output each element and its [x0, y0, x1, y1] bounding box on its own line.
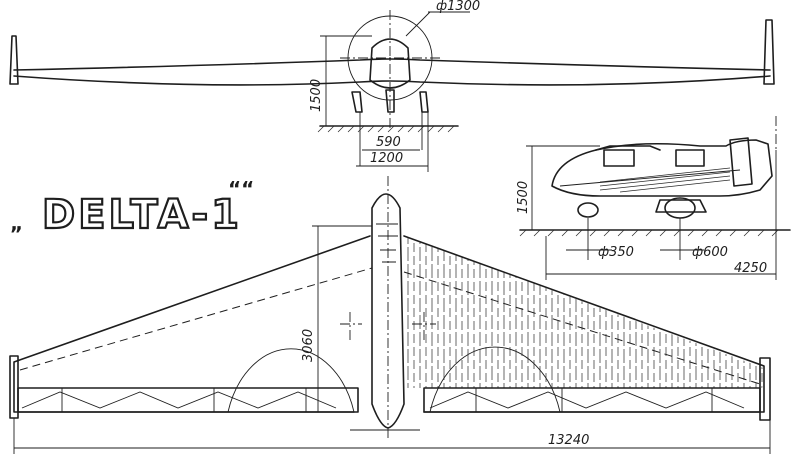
right-prop-arc	[429, 346, 561, 413]
left-elevon	[17, 387, 359, 413]
track-outer-label: 1200	[370, 151, 403, 166]
right-wheel	[419, 91, 429, 113]
front-wing-upper-edge	[13, 75, 771, 86]
side-wing-hatch	[599, 167, 731, 193]
rear-gear-fairing	[655, 199, 707, 213]
prop-diameter-label: ф1300	[436, 0, 480, 14]
front-wing-lower-edge	[13, 58, 771, 71]
side-wing-line	[559, 169, 741, 187]
right-wingtip-plate	[763, 19, 775, 85]
canopy-window-front	[603, 149, 635, 167]
title-quote-close: ““	[228, 177, 254, 201]
left-spar-line	[19, 267, 373, 371]
canopy-window-rear	[675, 149, 705, 167]
side-ground-hatching	[519, 229, 779, 237]
track-inner-label: 590	[376, 135, 401, 150]
left-elevon-truss	[21, 391, 337, 409]
canopy-top	[595, 145, 661, 151]
right-elevon	[423, 387, 761, 413]
right-elevon-truss	[429, 391, 745, 409]
front-wheel-label: ф350	[598, 245, 634, 260]
prop-leader	[405, 11, 431, 37]
side-fin	[729, 137, 753, 187]
drawing-title: DELTA-1	[42, 192, 242, 238]
center-wheel	[385, 89, 395, 113]
left-prop-arc	[227, 348, 355, 413]
rear-wheel-label: ф600	[692, 245, 728, 260]
right-wing-fill	[404, 236, 764, 412]
title-block: „ DELTA-1 ““	[10, 177, 254, 239]
left-wheel	[351, 91, 363, 113]
span-label: 13240	[548, 433, 589, 448]
front-height-label: 1500	[309, 79, 324, 112]
side-view: 1500 ф350 ф600 4250	[516, 116, 791, 280]
left-wingtip-plate	[9, 35, 19, 85]
side-height-label: 1500	[516, 181, 531, 214]
top-fuselage	[371, 193, 405, 429]
left-wing-outline	[13, 235, 371, 413]
cockpit-frames	[376, 223, 398, 263]
root-depth-label: 3060	[301, 329, 316, 362]
front-fuselage	[369, 38, 411, 89]
title-quote-open: „	[10, 211, 23, 235]
front-view: ф1300 1500 590 1200	[9, 0, 775, 172]
right-spar-line	[403, 271, 761, 385]
top-left-wingtip	[9, 355, 19, 419]
side-rear-wheel	[664, 197, 696, 219]
side-front-wheel	[577, 202, 599, 218]
front-ground-hatching	[317, 125, 455, 133]
side-length-label: 4250	[734, 261, 767, 276]
